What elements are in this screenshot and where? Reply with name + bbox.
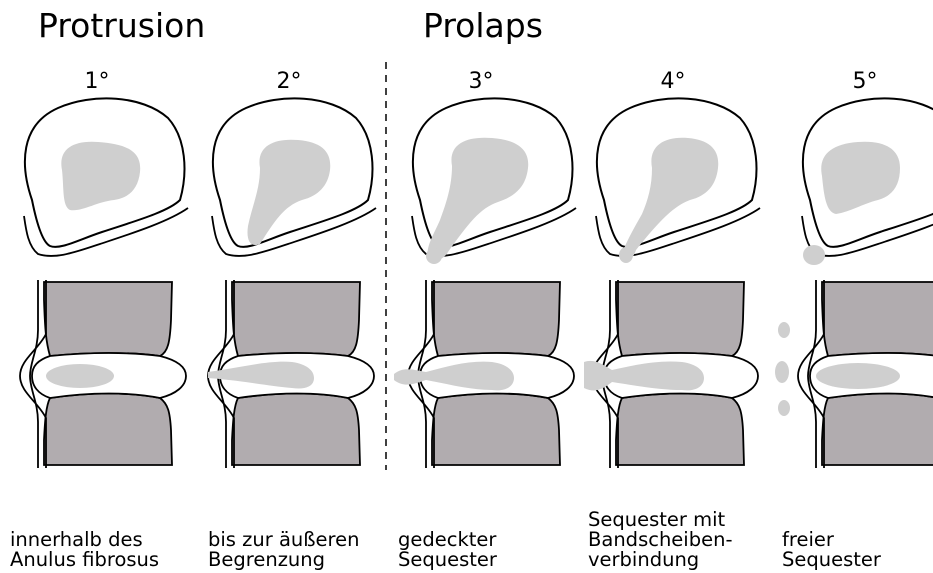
nucleus-side-4 (584, 361, 704, 391)
stage-1 (20, 98, 188, 468)
caption-5: freier Sequester (782, 530, 881, 570)
stage-5 (775, 98, 933, 468)
stage-2 (208, 98, 376, 468)
free-sequester-top-5 (803, 245, 825, 265)
sequester-top-3 (426, 248, 442, 264)
free-sequester-side-5c (778, 400, 790, 416)
free-sequester-side-5a (778, 322, 790, 338)
caption-3: gedeckter Sequester (398, 530, 497, 570)
nucleus-side-1 (46, 364, 114, 388)
stage-4 (584, 98, 760, 468)
free-sequester-side-5b (775, 361, 789, 383)
nucleus-side-5 (816, 363, 900, 389)
caption-1: innerhalb des Anulus fibrosus (10, 530, 159, 570)
stage-3 (394, 98, 576, 468)
caption-4: Sequester mit Bandscheiben- verbindung (588, 510, 733, 570)
sequester-top-4 (619, 247, 633, 263)
caption-2: bis zur äußeren Begrenzung (208, 530, 360, 570)
